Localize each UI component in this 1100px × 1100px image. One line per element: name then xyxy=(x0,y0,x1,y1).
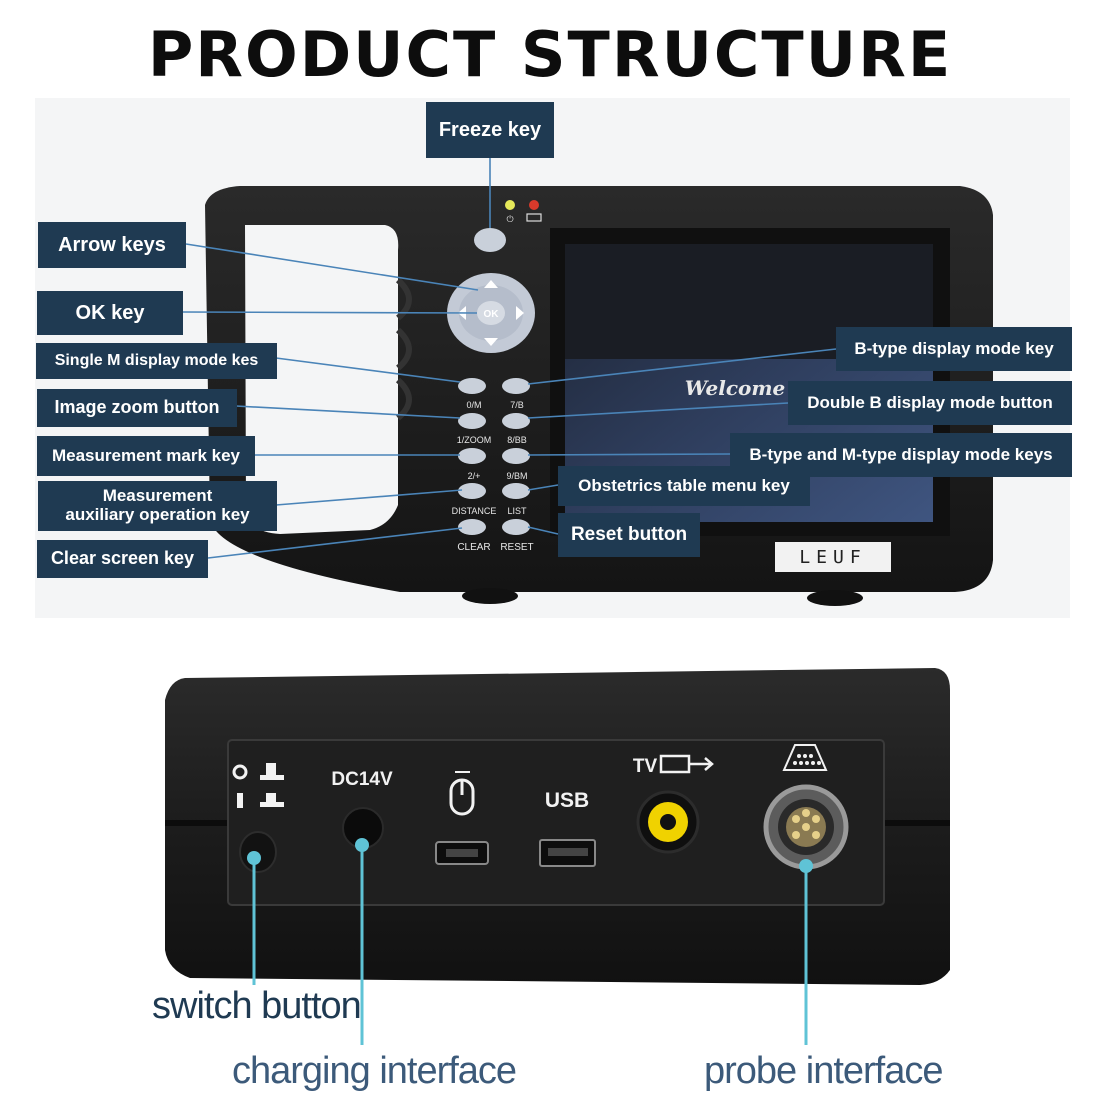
key-8bb xyxy=(502,413,530,429)
ok-key-text: OK xyxy=(484,309,500,320)
dc-label: DC14V xyxy=(331,769,393,790)
key-label: LIST xyxy=(507,506,527,516)
brand-text: LEUF xyxy=(799,547,866,568)
mouse-icon xyxy=(449,771,475,816)
leader-lines xyxy=(181,158,837,559)
key-label: DISTANCE xyxy=(452,506,497,516)
key-label: 8/BB xyxy=(507,435,527,445)
switch-button xyxy=(239,831,277,873)
key-label: 9/BM xyxy=(506,471,527,481)
key-reset xyxy=(502,519,530,535)
label-single-m-mode: Single M display mode kes xyxy=(36,343,277,379)
brand-plate xyxy=(775,542,891,572)
key-9bm xyxy=(502,448,530,464)
key-distance xyxy=(458,483,486,499)
label-probe-interface: probe interface xyxy=(704,1050,943,1092)
label-measurement-mark: Measurement mark key xyxy=(37,436,255,476)
screen-welcome-text: Welcome xyxy=(685,376,786,400)
side-device: DC14V USB TV xyxy=(165,668,950,1045)
key-1zoom xyxy=(458,413,486,429)
key-label: 0/M xyxy=(466,400,481,410)
label-charging-interface: charging interface xyxy=(232,1050,517,1092)
label-image-zoom: Image zoom button xyxy=(37,389,237,427)
key-label: 1/ZOOM xyxy=(457,435,492,445)
tv-output-icon xyxy=(659,754,714,774)
key-label: 2/+ xyxy=(468,471,481,481)
key-label: RESET xyxy=(500,542,533,553)
label-obstetrics-menu: Obstetrics table menu key xyxy=(558,466,810,506)
page-title: PRODUCT STRUCTURE xyxy=(147,18,953,91)
port-pointers xyxy=(247,838,813,1045)
label-b-m-type-mode: B-type and M-type display mode keys xyxy=(730,433,1072,477)
power-led-icon xyxy=(505,200,515,210)
usb-label: USB xyxy=(545,789,589,812)
label-freeze-key: Freeze key xyxy=(426,102,554,158)
svg-text:⏻: ⏻ xyxy=(506,214,513,225)
charge-led-icon xyxy=(529,200,539,210)
probe-icon xyxy=(782,744,828,771)
key-7b xyxy=(502,378,530,394)
arrow-pad: OK xyxy=(447,273,535,353)
handle-opening xyxy=(245,225,399,534)
power-switch-icon xyxy=(232,763,284,808)
key-clear xyxy=(458,519,486,535)
label-double-b-mode: Double B display mode button xyxy=(788,381,1072,425)
key-list xyxy=(502,483,530,499)
key-0m xyxy=(458,378,486,394)
key-label: CLEAR xyxy=(457,542,490,553)
label-reset-button: Reset button xyxy=(558,513,700,557)
freeze-key xyxy=(474,228,506,252)
label-arrow-keys: Arrow keys xyxy=(38,222,186,268)
keypad: 0/M 1/ZOOM 2/+ DISTANCE CLEAR 7/B 8/BB 9… xyxy=(452,378,534,553)
tv-label: TV xyxy=(633,756,658,777)
key-2plus xyxy=(458,448,486,464)
label-switch-button: switch button xyxy=(152,985,362,1027)
port-panel xyxy=(227,739,885,906)
key-label: 7/B xyxy=(510,400,524,410)
label-b-type-mode: B-type display mode key xyxy=(836,327,1072,371)
ok-key xyxy=(477,301,505,325)
label-measurement-aux: Measurement auxiliary operation key xyxy=(38,481,277,531)
label-ok-key: OK key xyxy=(37,291,183,335)
label-clear-screen: Clear screen key xyxy=(37,540,208,578)
